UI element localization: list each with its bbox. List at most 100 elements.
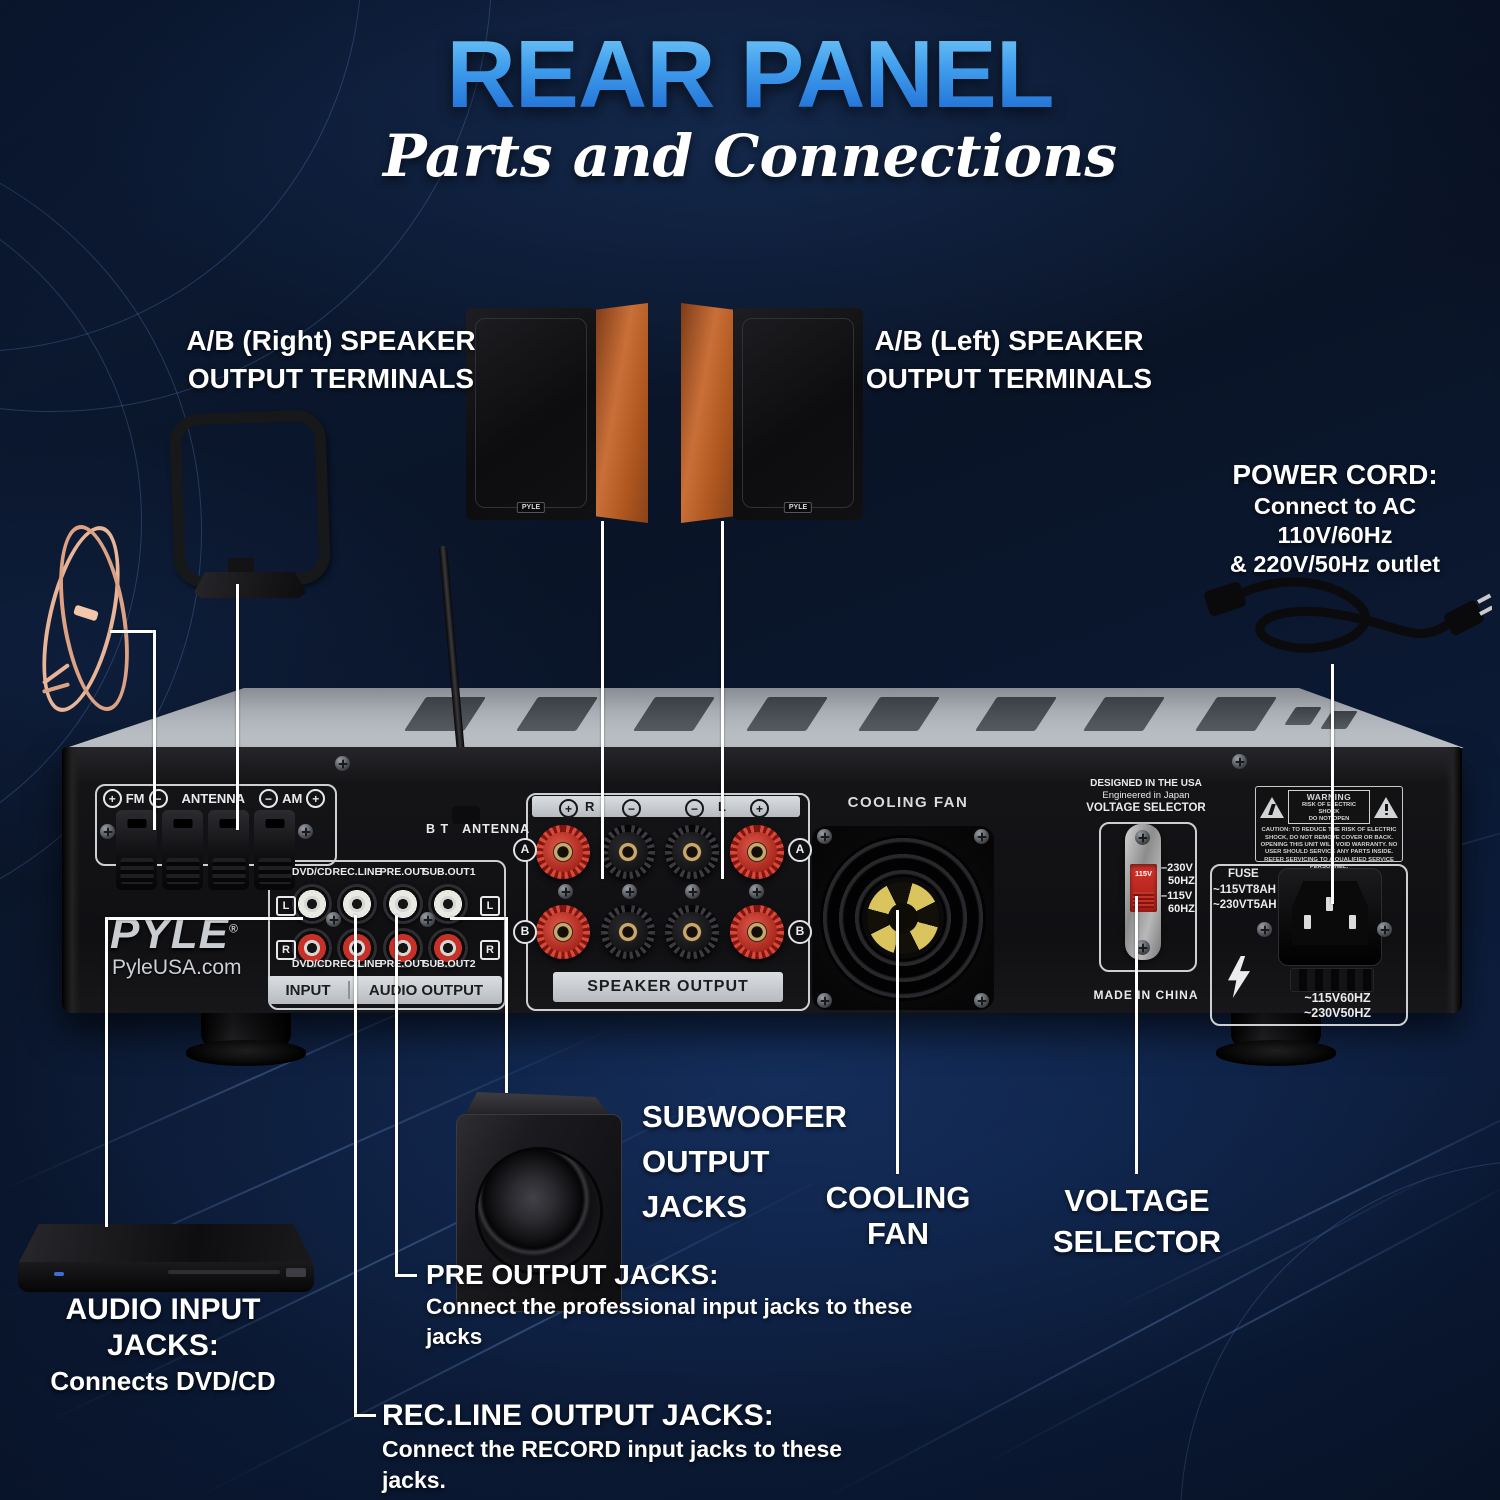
callout-pre-output: PRE OUTPUT JACKS: Connect the profession… — [426, 1258, 916, 1352]
screw-icon — [298, 824, 313, 839]
speaker-row-b-marker: B — [513, 920, 537, 944]
vent-slot — [1194, 697, 1278, 731]
speaker-badge: PYLE — [516, 502, 546, 513]
dvd-led — [54, 1272, 64, 1276]
minus-icon: − — [148, 789, 168, 808]
power-cord-plug — [1444, 600, 1484, 636]
speaker-output-strip: SPEAKER OUTPUT — [553, 972, 783, 1002]
channel-right-marker: R — [480, 940, 500, 960]
dvd-usb-port — [286, 1268, 306, 1277]
speaker-wood-side — [596, 303, 648, 523]
warning-line1: RISK OF ELECTRIC SHOCK — [1301, 802, 1357, 815]
warning-header: WARNING RISK OF ELECTRIC SHOCK DO NOT OP… — [1260, 790, 1398, 825]
subwoofer-driver — [478, 1150, 600, 1272]
cooling-fan-panel-label: COOLING FAN — [847, 794, 969, 811]
fuse-drawer — [1290, 968, 1374, 992]
rca-label-subout2-text: SUB.OUT2 — [422, 958, 476, 970]
leader-speaker-left — [721, 521, 724, 879]
leader-audio-input — [105, 917, 108, 1227]
screw-icon — [326, 912, 341, 927]
inlet-voltage-230: ~230V50HZ — [1303, 1006, 1372, 1020]
iec-socket — [1292, 881, 1368, 945]
plus-icon: + — [306, 789, 326, 808]
vent-slot — [745, 697, 829, 731]
screw-icon — [817, 993, 832, 1008]
power-plug-prong — [1477, 593, 1492, 604]
minus-icon: − — [259, 789, 279, 808]
rca-jack-preout-left — [383, 884, 423, 924]
am-loop-antenna-image — [166, 409, 331, 602]
screw-icon — [974, 993, 989, 1008]
power-cord-iec-end — [1204, 582, 1246, 616]
plus-icon: + — [750, 799, 769, 818]
channel-right-marker: R — [276, 940, 296, 960]
binding-post-positive — [536, 825, 590, 879]
dvd-tray-slot — [168, 1270, 280, 1274]
leader-am-antenna — [236, 584, 239, 830]
am-loop-post — [228, 558, 254, 574]
leader-audio-input — [105, 917, 303, 920]
designed-in-usa-label: DESIGNED IN THE USA — [1090, 778, 1202, 789]
speaker-wood-side — [681, 303, 733, 523]
iec-power-inlet — [1278, 868, 1382, 966]
am-label: AM — [282, 791, 303, 806]
callout-power-cord-line2: & 220V/50Hz outlet — [1229, 551, 1441, 577]
rca-jack-recline-left — [337, 884, 377, 924]
callout-rec-desc: Connect the RECORD input jacks to these … — [382, 1436, 843, 1493]
rca-label-subout1: SUB.OUT1 — [422, 866, 476, 878]
callout-voltage-line1: VOLTAGE — [1064, 1183, 1210, 1218]
inlet-voltage-115: ~115V60HZ — [1304, 991, 1371, 1005]
leader-subwoofer — [505, 917, 508, 1093]
screw-icon — [685, 884, 700, 899]
callout-subwoofer-line1: SUBWOOFER — [642, 1099, 847, 1134]
callout-audio-input-desc: Connects DVD/CD — [50, 1366, 276, 1396]
antenna-spring-terminal — [208, 810, 249, 890]
vent-slot — [1082, 697, 1166, 731]
screw-icon — [1232, 754, 1247, 769]
speaker-row-b-marker: B — [788, 920, 812, 944]
rca-section-strip: INPUT AUDIO OUTPUT — [268, 976, 502, 1004]
channel-left-marker: L — [276, 896, 296, 916]
binding-post-negative — [665, 905, 719, 959]
warning-line2: DO NOT OPEN — [1308, 815, 1350, 822]
binding-post-negative — [601, 905, 655, 959]
callout-recline: REC.LINE OUTPUT JACKS: Connect the RECOR… — [382, 1398, 902, 1496]
callout-speaker-left-line2: OUTPUT TERMINALS — [865, 363, 1153, 394]
leader-fm-antenna — [110, 630, 156, 633]
fm-label: FM — [125, 791, 145, 806]
leader-voltage-selector — [1135, 896, 1138, 1174]
alert-triangle-icon — [1374, 796, 1398, 818]
callout-speaker-left-line1: A/B (Left) SPEAKER — [874, 325, 1144, 356]
warning-text-box: WARNING RISK OF ELECTRIC SHOCK DO NOT OP… — [1288, 790, 1370, 825]
callout-voltage-line2: SELECTOR — [1052, 1224, 1222, 1259]
foot-base — [186, 1040, 306, 1066]
callout-audio-input-title: AUDIO INPUT JACKS: — [65, 1293, 261, 1362]
dvd-player-image — [18, 1224, 316, 1294]
speaker-row-a-marker: A — [513, 838, 537, 862]
screw-icon — [749, 884, 764, 899]
fuse-rating-115: ~115VT8AH — [1213, 884, 1276, 896]
callout-speaker-left: A/B (Left) SPEAKER OUTPUT TERMINALS — [828, 322, 1190, 398]
registered-mark: ® — [228, 921, 239, 936]
screw-icon — [1377, 922, 1392, 937]
screw-icon — [1135, 830, 1150, 845]
page-title: REAR PANEL — [446, 21, 1055, 128]
callout-speaker-right-line2: OUTPUT TERMINALS — [187, 363, 475, 394]
amplifier-top-surface — [66, 688, 1464, 748]
fuse-title: FUSE — [1228, 868, 1259, 880]
leader-pre-output — [395, 915, 398, 1277]
electric-shock-triangle-icon — [1260, 796, 1284, 818]
callout-rec-title: REC.LINE OUTPUT JACKS: — [382, 1399, 774, 1432]
binding-post-negative — [601, 825, 655, 879]
callout-speaker-right-line1: A/B (Right) SPEAKER — [186, 325, 476, 356]
screw-icon — [558, 884, 573, 899]
fm-wire-antenna-image — [27, 519, 141, 725]
leader-recline — [354, 915, 357, 1417]
foot-base — [1216, 1040, 1336, 1066]
plus-icon: + — [559, 799, 578, 818]
vent-slot — [403, 697, 487, 731]
callout-power-cord-title: POWER CORD: — [1232, 459, 1438, 490]
dvd-player-top — [18, 1224, 314, 1264]
vent-slot — [632, 697, 716, 731]
